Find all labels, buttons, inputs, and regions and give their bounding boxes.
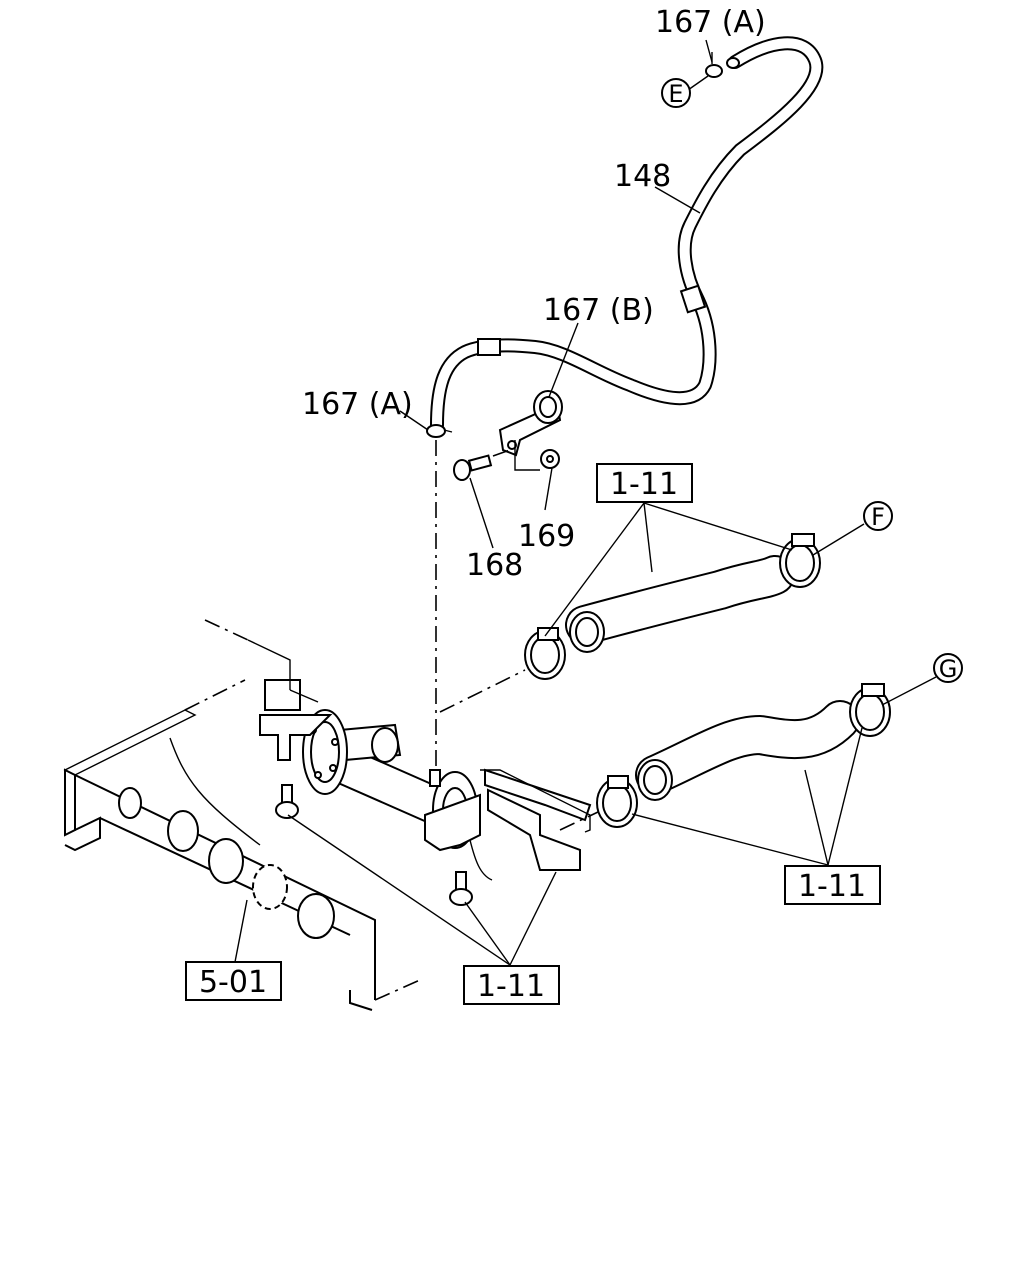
clip-167a-top	[705, 52, 723, 78]
center-line-lower-hose	[559, 811, 599, 831]
ref-box-1-11-right: 1-11	[784, 865, 881, 905]
svg-text:1-11: 1-11	[477, 969, 545, 1004]
clip-167a-mid	[426, 424, 453, 438]
svg-text:F: F	[871, 503, 885, 531]
ref-box-1-11-upper: 1-11	[596, 463, 693, 503]
callout-e: E	[661, 78, 691, 108]
label-167b: 167 (B)	[543, 293, 654, 328]
label-169: 169	[518, 519, 575, 554]
label-167a-top: 167 (A)	[655, 5, 766, 40]
nut-169	[514, 440, 560, 471]
hose-upper	[565, 555, 795, 653]
leader-lines	[234, 39, 937, 966]
hose-clamp-lower-left	[596, 775, 638, 828]
svg-text:5-01: 5-01	[199, 965, 267, 1000]
ref-box-1-11-bottom: 1-11	[463, 965, 560, 1005]
callout-g: G	[933, 653, 963, 683]
hose-clamp-lower-right	[849, 683, 891, 737]
svg-text:G: G	[939, 655, 958, 683]
label-148: 148	[614, 159, 671, 194]
svg-text:1-11: 1-11	[798, 869, 866, 904]
frame-cross-member	[63, 619, 591, 1011]
bolt-right	[449, 871, 473, 906]
pipe-148	[430, 36, 824, 432]
svg-text:1-11: 1-11	[610, 467, 678, 502]
ref-box-5-01: 5-01	[185, 961, 282, 1001]
hose-clamp-upper-left	[524, 627, 566, 680]
bolt-168	[453, 449, 511, 481]
callout-f: F	[863, 501, 893, 531]
clamp-167b	[498, 390, 563, 457]
label-168: 168	[466, 548, 523, 583]
hose-lower	[635, 700, 860, 801]
center-line-upper-hose	[439, 669, 526, 713]
svg-text:E: E	[668, 80, 683, 108]
hose-clamp-upper-right	[779, 533, 821, 588]
label-167a-mid: 167 (A)	[302, 387, 413, 422]
bolt-left	[275, 784, 299, 819]
main-pipe-assembly	[259, 679, 592, 906]
